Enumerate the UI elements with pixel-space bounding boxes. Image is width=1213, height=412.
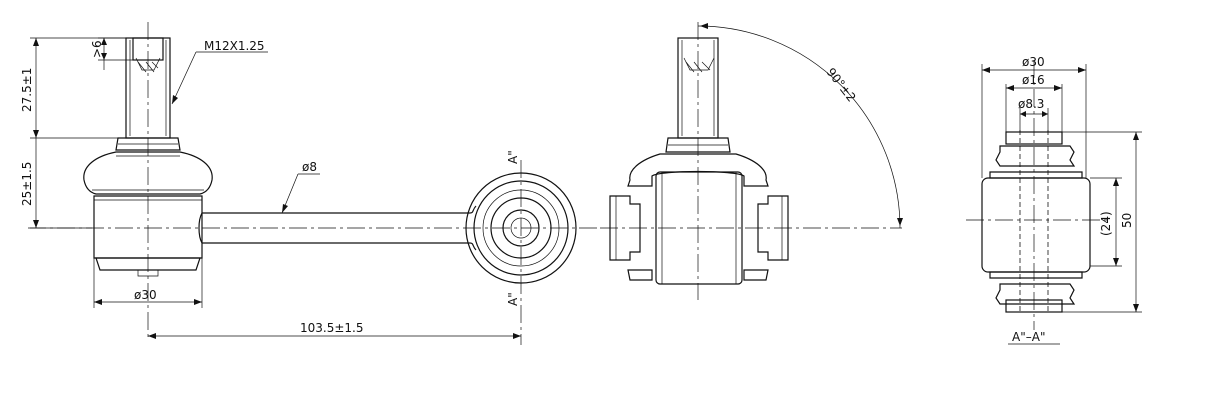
thread-label: M12X1.25 xyxy=(204,39,265,53)
dim-103-5-label: 103.5±1.5 xyxy=(300,321,364,335)
section-view xyxy=(966,60,1110,330)
gt6-label: >6 xyxy=(90,40,104,58)
dia30-right-label: ø30 xyxy=(1022,55,1045,69)
section-marker-top: A" xyxy=(506,150,520,164)
left-view-ball-joint xyxy=(28,22,600,345)
dia30-left-label: ø30 xyxy=(134,288,157,302)
dim-24-label: (24) xyxy=(1099,211,1113,236)
dim-27-5-label: 27.5±1 xyxy=(20,68,34,112)
dim-25-label: 25±1.5 xyxy=(20,162,34,206)
dia8-3-label: ø8.3 xyxy=(1018,97,1044,111)
dia16-label: ø16 xyxy=(1022,73,1045,87)
dim-50-label: 50 xyxy=(1120,213,1134,228)
section-dimensions xyxy=(981,64,1142,345)
angle-label: 90°±2 xyxy=(824,65,859,104)
middle-view xyxy=(600,22,903,300)
dia8-label: ø8 xyxy=(302,160,317,174)
section-marker-bottom: A" xyxy=(506,292,520,306)
section-title: A"–A" xyxy=(1012,330,1045,344)
left-view-dimensions xyxy=(30,37,521,339)
